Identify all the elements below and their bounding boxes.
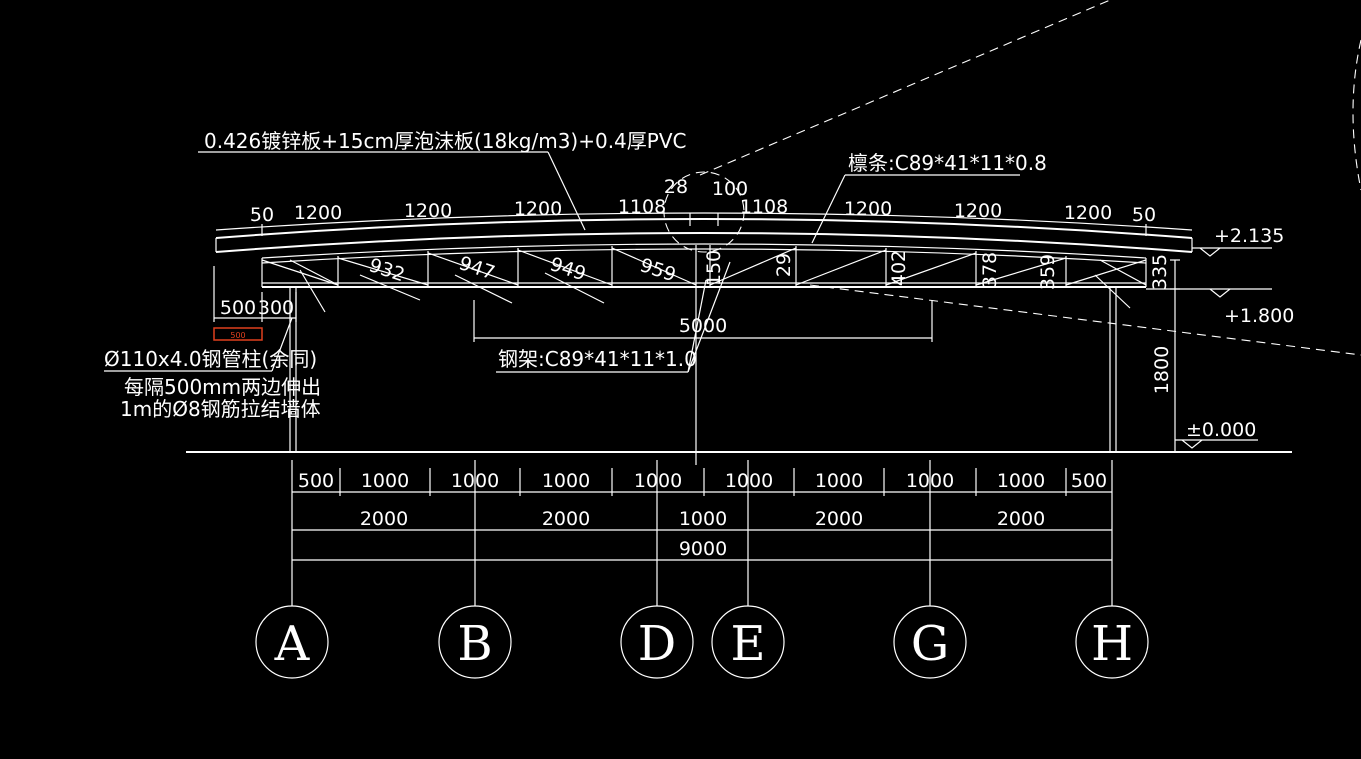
- column-note-leader: [271, 317, 293, 372]
- member-length: 959: [637, 254, 678, 286]
- top-dimension-chain: [215, 212, 1193, 236]
- member-length: 949: [547, 253, 588, 285]
- member-length: 29: [773, 253, 795, 277]
- top-dim: 1200: [844, 198, 892, 220]
- top-dim: 1200: [954, 200, 1002, 222]
- axis-circle: [620, 605, 694, 679]
- member-length: 947: [456, 252, 497, 284]
- bottom-dim: 1000: [906, 470, 954, 492]
- axis-label: D: [638, 616, 676, 672]
- axis-circle: [438, 605, 512, 679]
- construction-line: [699, 0, 1111, 176]
- construction-line: [809, 284, 1361, 356]
- bottom-dim: 1000: [815, 470, 863, 492]
- bottom-dim: 1000: [361, 470, 409, 492]
- bottom-dim: 1000: [634, 470, 682, 492]
- bottom-dim: 1000: [679, 508, 727, 530]
- axis-circle: [711, 605, 785, 679]
- top-dim: 1200: [1064, 202, 1112, 224]
- elevation-height: 1800: [1151, 346, 1173, 394]
- truss-spec-note: 钢架:C89*41*11*1.0: [498, 347, 697, 371]
- truss-leader-2: [687, 261, 731, 373]
- span-dimension: [473, 300, 933, 342]
- bottom-dim: 2000: [542, 508, 590, 530]
- roof-slab: [215, 218, 1193, 253]
- axis-circle: [1075, 605, 1149, 679]
- top-dim-center: 100: [712, 178, 748, 200]
- left-dimension: [213, 266, 297, 341]
- top-dim: 1200: [514, 198, 562, 220]
- bottom-dim: 2000: [997, 508, 1045, 530]
- left-dim: 500: [220, 297, 256, 319]
- left-dim: 300: [258, 297, 294, 319]
- member-length: 402: [888, 250, 910, 286]
- axis-label: E: [730, 616, 765, 672]
- bottom-dim-total: 9000: [679, 538, 727, 560]
- bottom-dim: 1000: [725, 470, 773, 492]
- bottom-dim: 2000: [360, 508, 408, 530]
- bottom-dim: 1000: [997, 470, 1045, 492]
- elevation-eave: +1.800: [1224, 305, 1294, 327]
- elevation-ground: ±0.000: [1186, 419, 1256, 441]
- axis-label: G: [911, 616, 949, 672]
- axis-circle: [255, 605, 329, 679]
- purlin-spec-note: 檩条:C89*41*11*0.8: [848, 151, 1047, 175]
- construction-arc: [1352, 39, 1361, 191]
- axis-bubbles: A B D E G H: [255, 605, 1149, 679]
- steel-columns: [289, 287, 1117, 465]
- bottom-dimensions: [291, 460, 1113, 606]
- red-marker: [213, 327, 263, 341]
- column-spec-note: Ø110x4.0钢管柱(余同): [104, 347, 317, 371]
- bottom-dim: 1000: [542, 470, 590, 492]
- bottom-dim: 1000: [451, 470, 499, 492]
- member-length: 378: [979, 252, 1001, 288]
- roof-spec-note: 0.426镀锌板+15cm厚泡沫板(18kg/m3)+0.4厚PVC: [204, 129, 687, 153]
- member-length: 335: [1149, 254, 1171, 290]
- truss-leader: [687, 279, 707, 373]
- axis-label: B: [457, 616, 492, 672]
- axis-label: A: [274, 616, 311, 672]
- top-dim: 50: [250, 204, 274, 226]
- member-length: 932: [366, 254, 407, 286]
- steel-truss: [261, 243, 1147, 313]
- top-dim: 1200: [404, 200, 452, 222]
- elevation-markers: [1146, 247, 1272, 452]
- top-dim: 1200: [294, 202, 342, 224]
- top-dim: 1108: [618, 196, 666, 218]
- red-marker-label: 500: [230, 331, 245, 340]
- top-dim: 50: [1132, 204, 1156, 226]
- bottom-dim: 500: [298, 470, 334, 492]
- elevation-top: +2.135: [1214, 225, 1284, 247]
- axis-circle: [893, 605, 967, 679]
- rebar-note-1: 每隔500mm两边伸出: [124, 375, 321, 399]
- top-dim-center: 28: [664, 176, 688, 198]
- rebar-note-2: 1m的Ø8钢筋拉结墙体: [120, 397, 321, 421]
- member-length: 359: [1037, 254, 1059, 290]
- span-dim: 5000: [679, 315, 727, 337]
- bottom-dim: 500: [1071, 470, 1107, 492]
- bottom-dim: 2000: [815, 508, 863, 530]
- roof-spec-leader: [547, 151, 586, 231]
- axis-label: H: [1091, 616, 1133, 672]
- purlin-leader: [811, 174, 846, 244]
- member-length: 150: [703, 250, 725, 286]
- center-circle: [663, 171, 745, 253]
- top-dim: 1108: [740, 196, 788, 218]
